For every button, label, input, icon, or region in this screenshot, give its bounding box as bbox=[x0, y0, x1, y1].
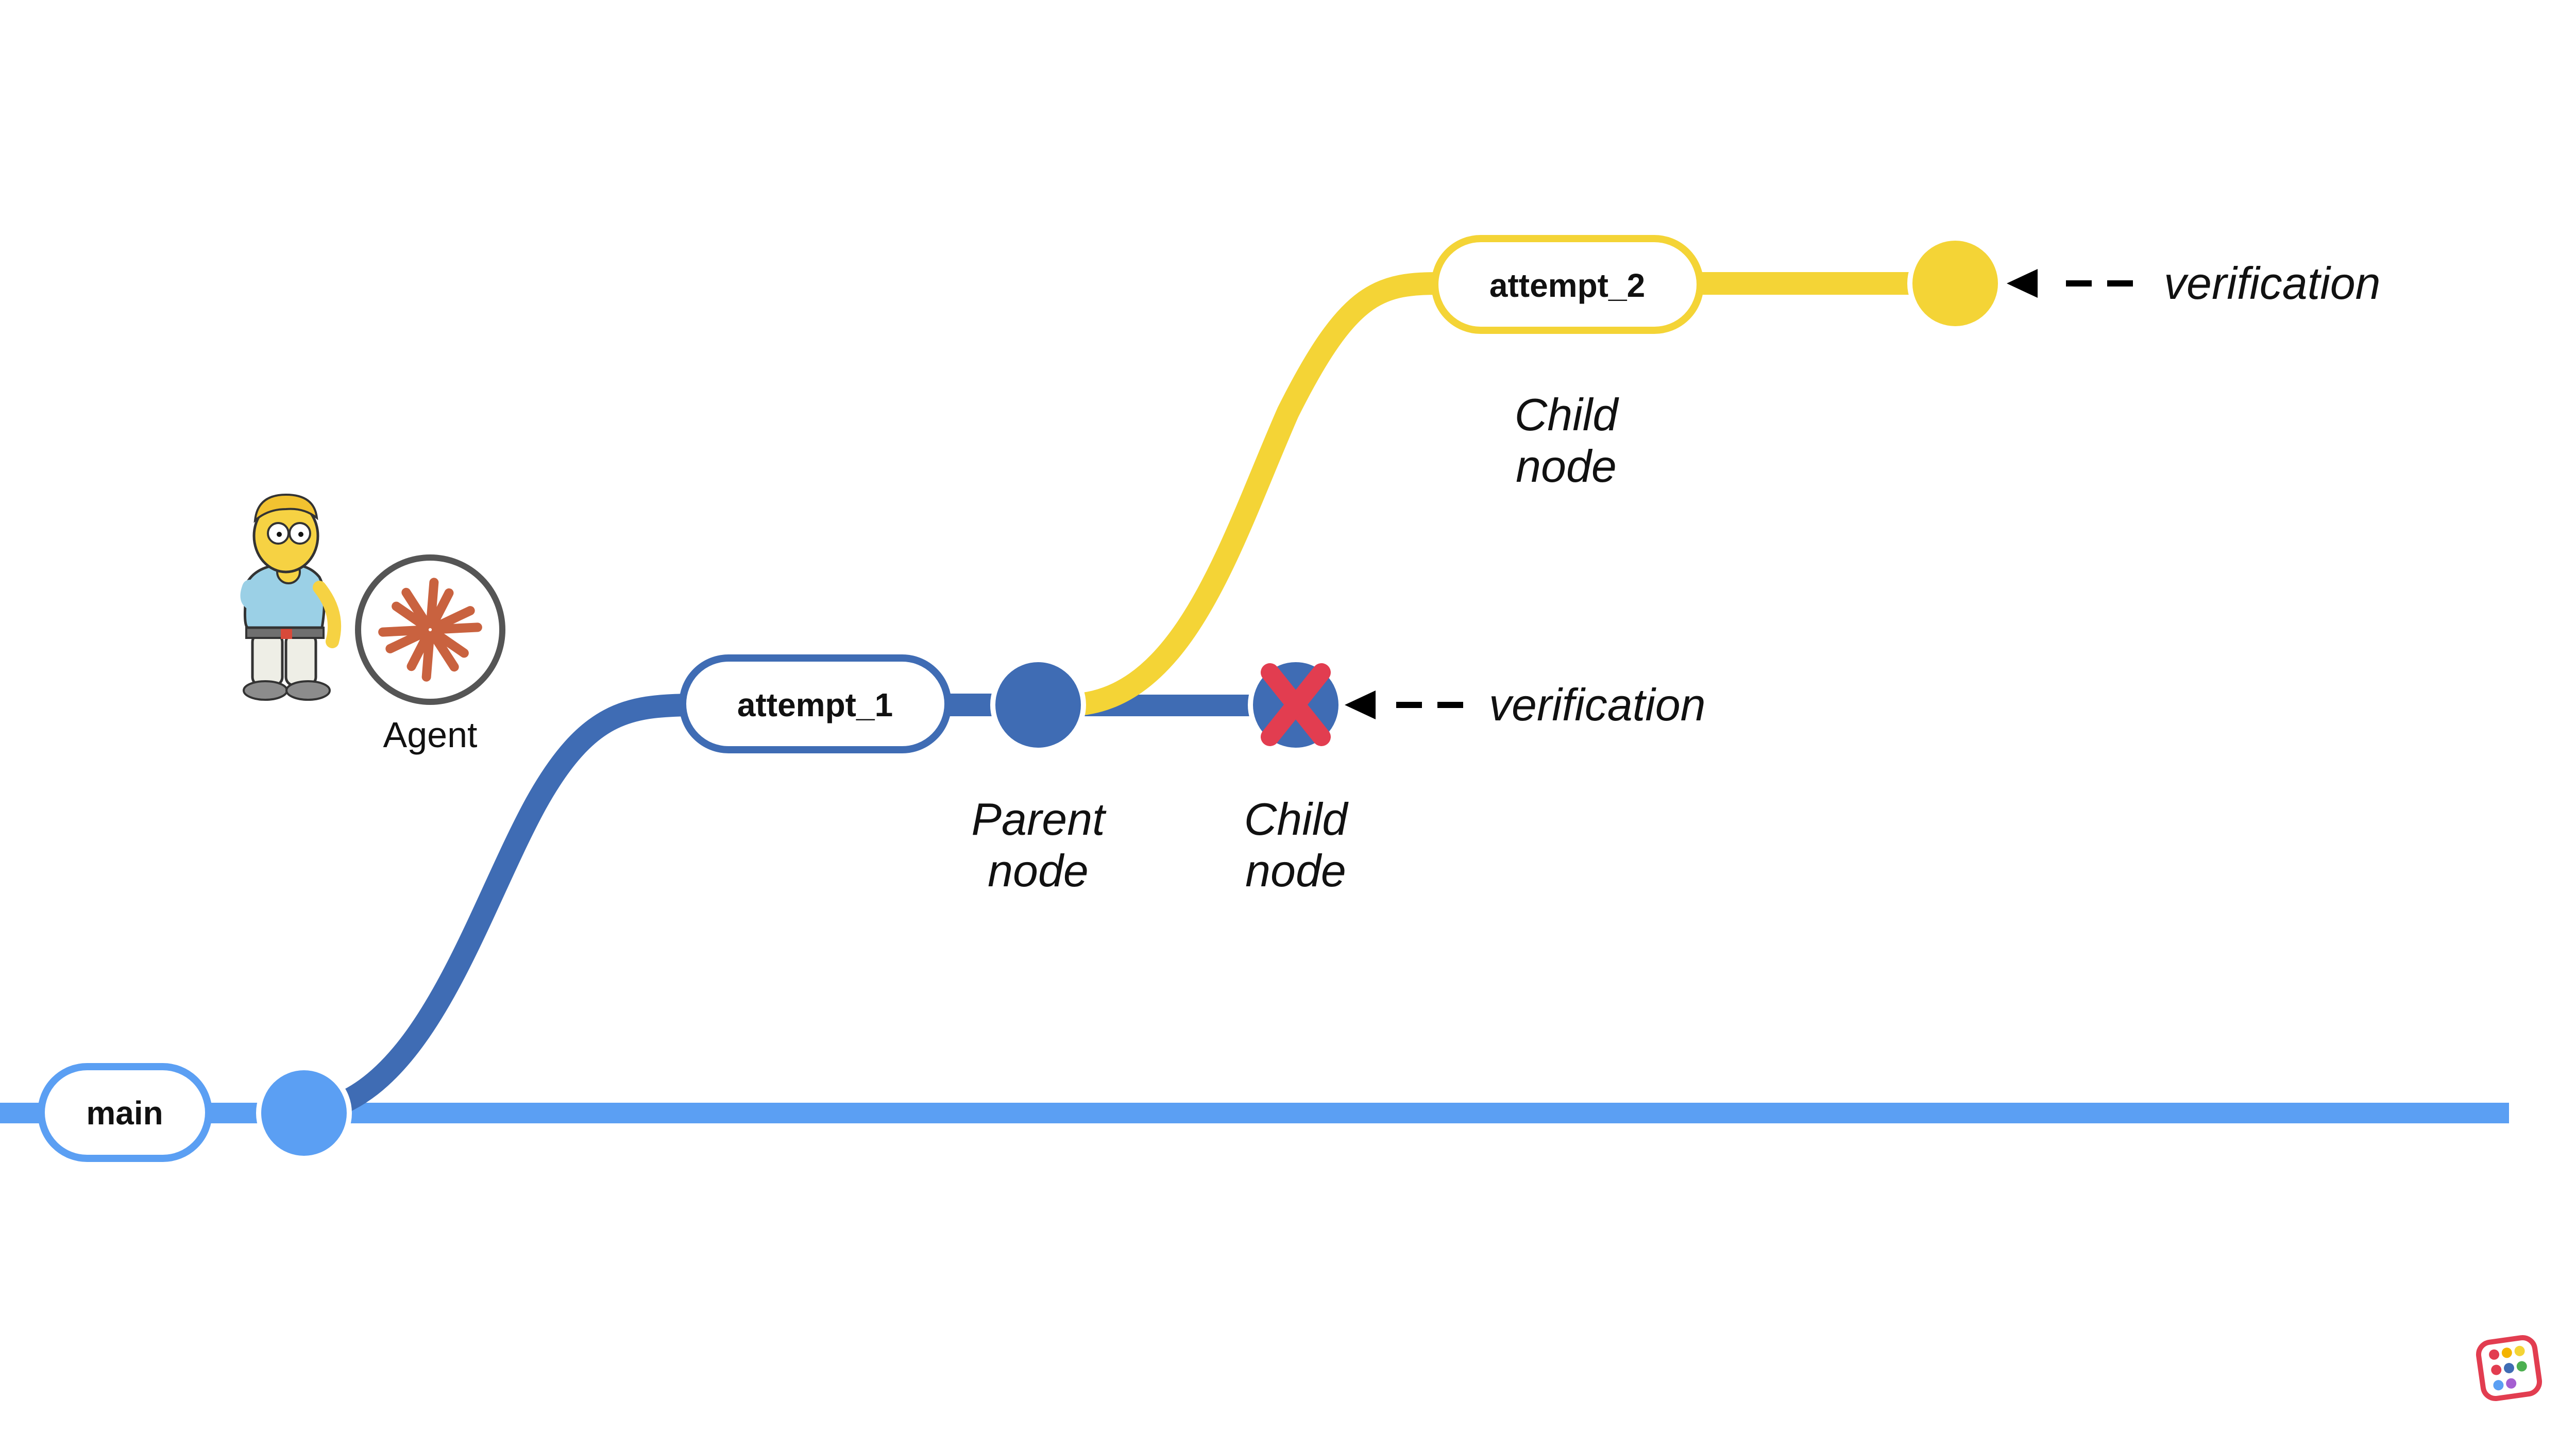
agent-label: Agent bbox=[383, 715, 478, 755]
parent-node-label-line-2: node bbox=[988, 845, 1089, 896]
verification-arrow-1 bbox=[1345, 690, 1463, 719]
main-branch-line bbox=[0, 1103, 2509, 1123]
verification-label-2: verification bbox=[2164, 258, 2381, 309]
success-child-label-line-1: Child bbox=[1515, 389, 1620, 440]
parent-node-label-line-1: Parent bbox=[971, 794, 1107, 845]
burst-ray bbox=[401, 587, 432, 629]
attempt-1-branch-pill[interactable]: attempt_1 bbox=[679, 654, 952, 753]
app-logo-icon bbox=[2476, 1335, 2543, 1402]
success-child-label-line-2: node bbox=[1516, 441, 1617, 492]
burst-ray bbox=[385, 628, 430, 653]
burst-ray bbox=[378, 625, 429, 637]
attempt-2-branch-curve bbox=[1060, 272, 1969, 716]
failed-child-node[interactable] bbox=[1248, 657, 1344, 753]
main-node[interactable] bbox=[256, 1065, 352, 1161]
failed-child-label-line-1: Child bbox=[1244, 794, 1349, 845]
agent-sunburst-icon[interactable] bbox=[355, 554, 505, 705]
attempt-1-branch-label: attempt_1 bbox=[737, 686, 893, 723]
main-branch-label: main bbox=[86, 1094, 163, 1132]
cartoon-character-icon bbox=[240, 493, 342, 701]
burst-ray bbox=[431, 622, 482, 634]
burst-ray bbox=[421, 631, 435, 682]
x-mark-icon bbox=[1261, 663, 1331, 746]
burst-ray bbox=[428, 588, 454, 629]
burst-ray bbox=[426, 578, 439, 629]
attempt-2-branch-label: attempt_2 bbox=[1489, 267, 1645, 304]
success-child-node[interactable] bbox=[1907, 235, 2003, 331]
attempt-1-branch-curve bbox=[293, 694, 1006, 1124]
burst-ray bbox=[429, 630, 459, 672]
failed-child-label-line-2: node bbox=[1245, 845, 1346, 896]
main-branch-pill[interactable]: main bbox=[38, 1063, 212, 1162]
burst-ray bbox=[431, 606, 475, 632]
attempt-2-branch-pill[interactable]: attempt_2 bbox=[1431, 235, 1704, 334]
burst-ray bbox=[406, 630, 432, 671]
verification-arrow-2 bbox=[2007, 269, 2133, 298]
parent-node[interactable] bbox=[990, 657, 1086, 753]
verification-label-1: verification bbox=[1489, 679, 1706, 730]
